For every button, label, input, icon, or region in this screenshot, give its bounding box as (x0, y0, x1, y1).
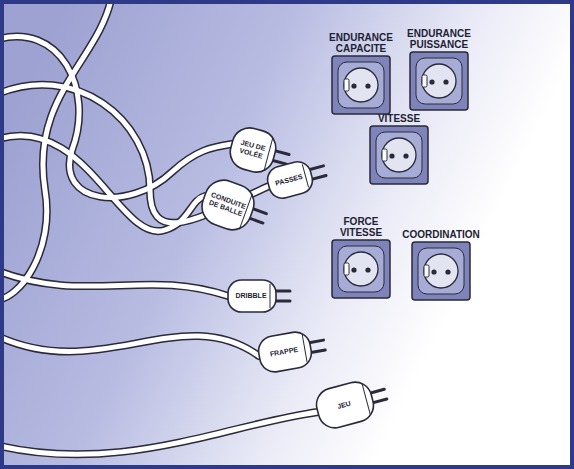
socket-inner (338, 246, 384, 292)
plug-collar (270, 284, 271, 308)
plug-label: PASSES (265, 159, 316, 201)
plug-label: CONDUITE DE BALLE (197, 175, 260, 235)
cables (0, 0, 318, 454)
plug: CONDUITE DE BALLE (197, 175, 260, 235)
socket-hole (365, 267, 370, 272)
socket-inner (376, 132, 422, 178)
socket-face (422, 64, 456, 98)
wall-socket: COORDINATION (401, 216, 481, 302)
socket-label: ENDURANCE PUISSANCE (401, 26, 477, 50)
plug-collar (362, 384, 370, 415)
ground-pin (344, 79, 349, 91)
plug-body (256, 330, 313, 374)
plug: FRAPPE (256, 330, 313, 374)
socket-face (344, 252, 378, 286)
plug-body (197, 175, 260, 235)
ground-pin (382, 149, 387, 161)
plug-collar (302, 164, 308, 187)
socket-label: VITESSE (363, 100, 435, 124)
wall-socket: ENDURANCE CAPACITE (325, 30, 397, 116)
socket-plate (370, 126, 428, 184)
wall-socket: FORCE VITESSE (325, 214, 397, 300)
socket-label: COORDINATION (401, 216, 481, 240)
plug-body (228, 280, 276, 312)
socket-plate (410, 52, 468, 110)
socket-inner (418, 248, 464, 294)
plug-collar (302, 335, 307, 363)
socket-hole (443, 79, 448, 84)
socket-face (382, 138, 416, 172)
plug-label: JEU (313, 378, 377, 431)
plug: JEU DE VOLÉE (226, 124, 279, 176)
socket-face (344, 68, 378, 102)
socket-hole (389, 153, 394, 158)
plug: JEU (313, 378, 377, 431)
socket-plate (332, 56, 390, 114)
socket-hole (351, 267, 356, 272)
socket-label: FORCE VITESSE (325, 214, 397, 238)
plug-label: DRIBBLE (228, 280, 276, 312)
wall-socket: VITESSE (363, 100, 435, 186)
socket-inner (416, 58, 462, 104)
socket-symbol (401, 240, 481, 302)
socket-face (424, 254, 458, 288)
socket-plate (412, 242, 470, 300)
plug-body (226, 124, 279, 176)
socket-hole (365, 83, 370, 88)
socket-symbol (401, 50, 477, 112)
socket-hole (351, 83, 356, 88)
socket-symbol (363, 124, 435, 186)
ground-pin (422, 75, 427, 87)
socket-hole (431, 269, 436, 274)
ground-pin (344, 263, 349, 275)
socket-symbol (325, 54, 397, 116)
socket-symbol (325, 238, 397, 300)
plug-body (313, 378, 377, 431)
socket-hole (403, 153, 408, 158)
ground-pin (424, 265, 429, 277)
plug-label: FRAPPE (256, 330, 313, 374)
plug: DRIBBLE (228, 280, 276, 312)
plug: PASSES (265, 159, 316, 201)
socket-label: ENDURANCE CAPACITE (325, 30, 397, 54)
plug-body (265, 159, 316, 201)
socket-hole (429, 79, 434, 84)
plug-label: JEU DE VOLÉE (226, 124, 279, 176)
socket-hole (445, 269, 450, 274)
socket-plate (332, 240, 390, 298)
socket-inner (338, 62, 384, 108)
wall-socket: ENDURANCE PUISSANCE (401, 26, 477, 112)
